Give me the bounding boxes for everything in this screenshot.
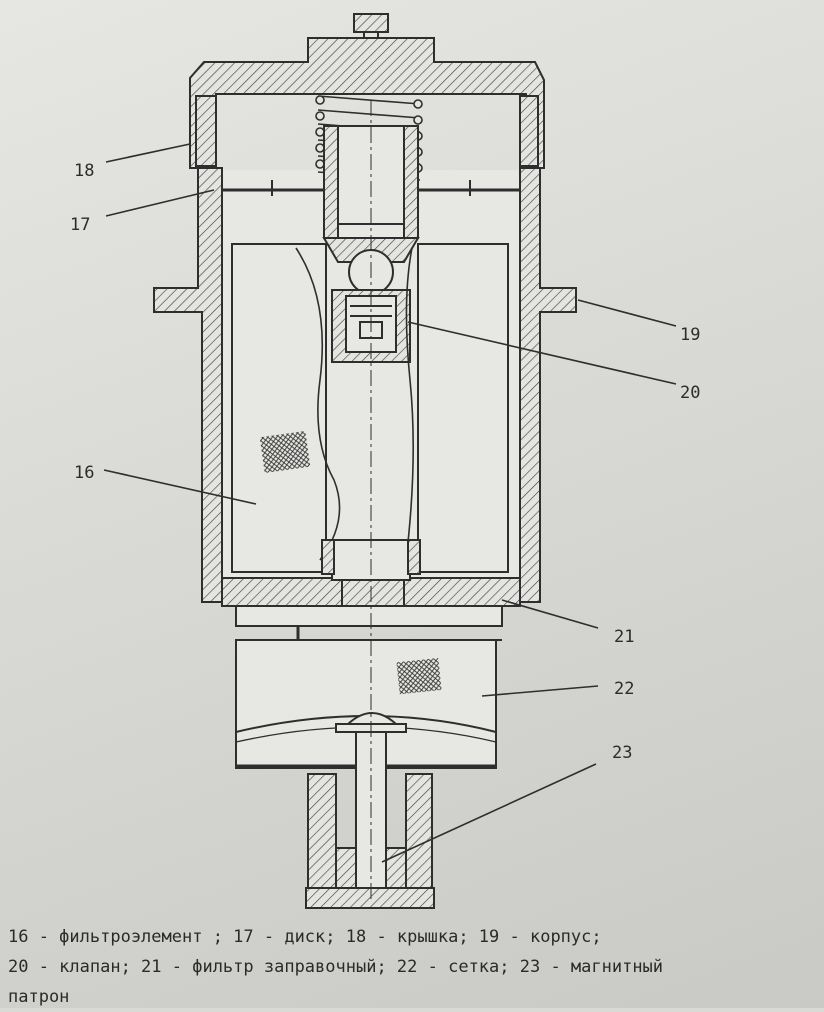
label-20: 20 (680, 383, 700, 403)
filler-filter-part-21 (235, 605, 503, 641)
label-18: 18 (74, 161, 94, 181)
label-17: 17 (70, 215, 90, 235)
label-21: 21 (614, 627, 634, 647)
label-22: 22 (614, 679, 634, 699)
cap-part-18 (189, 37, 545, 169)
filter-cross-section-drawing: 18 17 19 20 16 21 22 23 (70, 13, 700, 909)
label-23: 23 (612, 743, 632, 763)
parts-legend-caption: 16 - фильтроэлемент ; 17 - диск; 18 - кр… (8, 922, 820, 1012)
disk-part-17 (222, 180, 520, 196)
leader-lines (103, 143, 677, 863)
magnetic-cartridge-part-23 (305, 712, 435, 909)
caption-line-3: патрон (8, 987, 70, 1007)
caption-line-1: 16 - фильтроэлемент ; 17 - диск; 18 - кр… (8, 927, 602, 947)
caption-line-2: 20 - клапан; 21 - фильтр заправочный; 22… (8, 957, 664, 977)
label-16: 16 (74, 463, 94, 483)
label-19: 19 (680, 325, 700, 345)
